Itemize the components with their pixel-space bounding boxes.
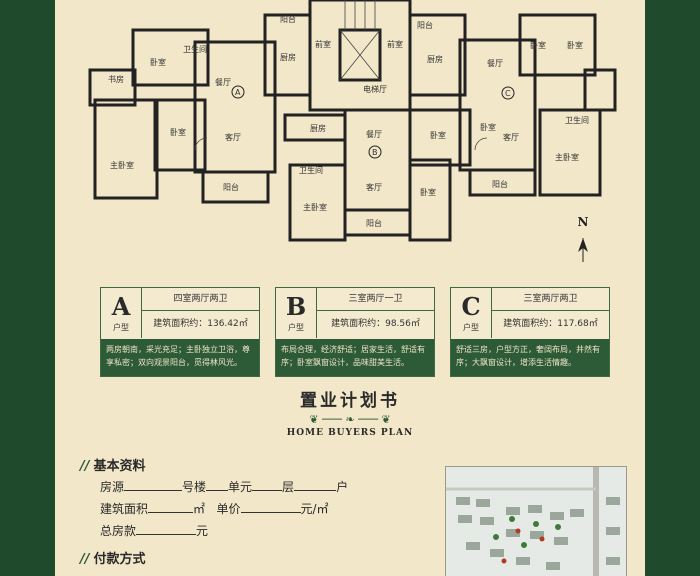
site-plan-graphic [446,467,626,576]
unit-letter-box: B 户型 [276,288,317,338]
room-label: 卧室 [430,130,446,140]
label-total: 总房款 [100,524,137,538]
room-label: 阳台 [366,218,382,228]
unit-card-c: C 户型 三室两厅两卫 建筑面积约：117.68㎡ 舒适三房，户型方正，奢阔布局… [450,287,610,377]
room-label: 卧室 [170,127,186,137]
label-price-unit: 元/㎡ [300,502,329,516]
room-label: 卫生间 [299,165,323,175]
room-label: 卧室 [150,57,166,67]
room-label: 客厅 [503,132,519,142]
label-total-unit: 元 [196,524,209,538]
unit-type-label: 户型 [113,323,129,332]
room-label: 餐厅 [215,78,231,87]
label-fangyuan: 房源 [100,480,125,494]
label-area: 建筑面积 [100,502,149,516]
room-label: 卫生间 [183,44,207,54]
unit-letter: B [285,292,307,321]
unit-type-label: 户型 [288,323,304,332]
room-label: 卧室 [567,40,583,50]
unit-rooms: 三室两厅两卫 [492,288,609,311]
unit-area: 建筑面积约：136.42㎡ [153,319,248,329]
payment-heading-text: 付款方式 [93,552,146,567]
room-label: 厨房 [427,54,443,64]
unit-letter-box: A 户型 [101,288,142,338]
unit-marker-c: C [505,89,511,98]
unit-description: 两房朝南，采光充足；主卧独立卫浴，尊享私密；双向观景阳台，觅得林风光。 [101,339,259,376]
north-arrow-icon [578,238,588,262]
room-label: 书房 [108,74,124,84]
unit-letter: A [111,292,131,321]
room-label: 阳台 [223,182,239,192]
plan-title-block: 置业计划书 ❦ ─── ❧ ─── ❦ HOME BUYERS PLAN [55,386,645,438]
slash-icon: // [80,459,90,474]
unit-description: 布局合理，经济舒适；居家生活，舒适有序；卧室飘窗设计，品味甜美生活。 [276,339,434,376]
unit-marker-a: A [235,88,241,97]
slash-icon: // [80,552,90,567]
unit-area: 建筑面积约：98.56㎡ [331,319,420,329]
unit-letter-box: C 户型 [451,288,492,338]
room-label: 客厅 [225,132,241,142]
room-label: 厨房 [310,123,326,133]
plan-subtitle: HOME BUYERS PLAN [286,428,414,438]
label-area-unit: ㎡ [193,502,206,516]
unit-card-a: A 户型 四室两厅两卫 建筑面积约：136.42㎡ 两房朝南，采光充足；主卧独立… [100,287,260,377]
unit-type-label: 户型 [463,323,479,332]
blank-fangyuan[interactable] [124,478,183,491]
unit-cards: A 户型 四室两厅两卫 建筑面积约：136.42㎡ 两房朝南，采光充足；主卧独立… [100,287,625,377]
plan-title: 置业计划书 [300,391,400,411]
floor-plan: 卧室 卫生间 书房 餐厅 阳台 厨房 卧室 客厅 主卧室 阳台 前室 前室 电梯… [88,0,617,262]
label-haolou: 号楼 [182,480,207,494]
room-label: 阳台 [417,20,433,30]
room-label: 前室 [387,39,403,49]
form-row-area: 建筑面积 ㎡ 单价 元/㎡ [100,500,329,517]
label-price: 单价 [216,502,241,516]
unit-area: 建筑面积约：117.68㎡ [503,319,598,329]
room-label: 电梯厅 [363,84,387,94]
room-label: 客厅 [366,182,382,192]
form-row-property: 房源 号楼 单元 层 户 [100,478,348,495]
blank-danyuan[interactable] [252,478,283,491]
room-label: 主卧室 [303,202,327,212]
poster-paper: 卧室 卫生间 书房 餐厅 阳台 厨房 卧室 客厅 主卧室 阳台 前室 前室 电梯… [55,0,645,576]
label-ceng: 层 [282,480,295,494]
room-label: 厨房 [280,52,296,62]
label-danyuan: 单元 [228,480,253,494]
room-label: 卫生间 [565,115,589,125]
basic-info-heading: //基本资料 [80,455,146,474]
unit-description: 舒适三房，户型方正，奢阔布局，井然有序；大飘窗设计，增添生活情趣。 [451,339,609,376]
room-label: 主卧室 [110,160,134,170]
unit-rooms: 三室两厅一卫 [317,288,434,311]
blank-haolou[interactable] [206,478,229,491]
north-label: N [577,215,589,229]
blank-ceng[interactable] [294,478,337,491]
room-label: 前室 [315,39,331,49]
room-label: 餐厅 [487,59,503,68]
blank-price[interactable] [240,500,301,513]
unit-letter: C [461,292,481,321]
room-label: 阳台 [280,14,296,24]
form-row-total: 总房款 元 [100,522,208,539]
room-label: 卧室 [530,40,546,50]
blank-total[interactable] [136,522,197,535]
room-label: 卧室 [480,122,496,132]
room-label: 餐厅 [366,130,382,139]
unit-card-b: B 户型 三室两厅一卫 建筑面积约：98.56㎡ 布局合理，经济舒适；居家生活，… [275,287,435,377]
blank-area[interactable] [148,500,194,513]
unit-marker-b: B [372,148,378,157]
ornament-icon: ❦ ─── ❧ ─── ❦ [309,413,391,426]
basic-info-heading-text: 基本资料 [93,459,146,474]
room-label: 主卧室 [555,152,579,162]
room-label: 卧室 [420,187,436,197]
room-label: 阳台 [492,179,508,189]
payment-heading: //付款方式 [80,548,146,567]
unit-rooms: 四室两厅两卫 [142,288,259,311]
label-hu: 户 [336,480,349,494]
site-plan-map [445,466,627,576]
